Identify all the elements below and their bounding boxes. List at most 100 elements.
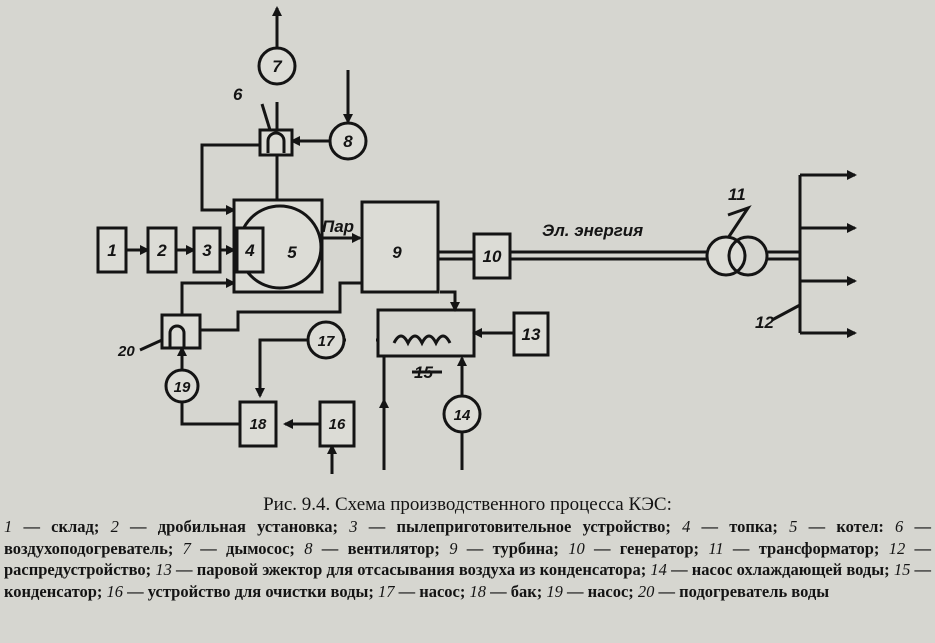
legend-item-number: 7	[182, 538, 191, 558]
legend-item-text: — вентилятор;	[312, 538, 450, 558]
legend-item-text: — топка;	[690, 517, 790, 536]
svg-text:13: 13	[522, 325, 541, 344]
pump-17: 17	[306, 320, 346, 360]
svg-text:3: 3	[202, 241, 212, 260]
legend-item-number: 1	[4, 517, 13, 536]
block-1: 1	[96, 226, 128, 274]
legend-item: 7 — дымосос;	[183, 539, 305, 558]
block-2: 2	[146, 226, 178, 274]
transformer-11: 11	[705, 185, 769, 277]
figure-legend: 1 — склад; 2 — дробильная установка; 3 —…	[4, 516, 931, 602]
pump-19: 19	[164, 368, 200, 404]
turbine-9: 9	[360, 200, 440, 294]
legend-item-number: 13	[155, 560, 172, 579]
cooling-pump-14: 14	[442, 394, 482, 434]
svg-text:10: 10	[483, 247, 502, 266]
legend-item-number: 19	[546, 581, 563, 601]
svg-text:9: 9	[392, 243, 402, 262]
legend-item: 10 — генератор;	[568, 539, 708, 558]
legend-item-number: 18	[469, 581, 486, 601]
furnace-4: 4	[235, 226, 265, 274]
legend-item: 2 — дробильная установка;	[111, 517, 350, 536]
svg-text:2: 2	[156, 241, 167, 260]
svg-text:7: 7	[272, 57, 283, 76]
legend-item: 13 — паровой эжектор для отсасывания воз…	[155, 560, 650, 579]
tank-18: 18	[238, 400, 278, 448]
water-treatment-16: 16	[318, 400, 356, 448]
legend-item-number: 3	[349, 517, 358, 536]
legend-item-text: — пылеприготовительное устройство;	[357, 517, 683, 536]
legend-item: 4 — топка;	[682, 517, 789, 536]
switchgear-12: 12	[755, 303, 801, 332]
legend-item-number: 11	[708, 538, 724, 558]
condenser-15: 15	[412, 363, 442, 382]
legend-item-text: — подогреватель воды	[654, 581, 830, 601]
legend-item-text: — воздухоподогреватель;	[4, 517, 932, 558]
legend-item-number: 16	[106, 581, 124, 601]
svg-text:11: 11	[728, 185, 746, 204]
steam-label: Пар	[322, 217, 354, 236]
svg-text:8: 8	[343, 132, 353, 151]
svg-text:15: 15	[414, 363, 433, 382]
legend-item-text: — трансформатор;	[723, 538, 889, 558]
svg-text:19: 19	[174, 379, 191, 396]
legend-item-text: — насос;	[562, 581, 638, 601]
legend-item: 9 — турбина;	[449, 539, 568, 558]
legend-item-text: — насос;	[394, 581, 470, 601]
svg-text:1: 1	[107, 241, 116, 260]
svg-text:17: 17	[318, 333, 335, 350]
svg-text:20: 20	[117, 343, 135, 360]
fan-8: 8	[328, 121, 368, 161]
legend-item-text: — бак;	[485, 581, 547, 601]
legend-item-number: 5	[789, 517, 798, 536]
process-diagram: 1 2 3 5 4 6 7 8 Пар 9 10 Эл. энергия	[96, 6, 857, 474]
svg-text:12: 12	[755, 313, 774, 332]
power-label: Эл. энергия	[542, 221, 643, 240]
legend-item-number: 4	[682, 517, 691, 536]
legend-item-number: 12	[888, 538, 906, 558]
legend-item: 17 — насос;	[378, 582, 470, 601]
legend-item-number: 20	[637, 581, 655, 601]
legend-item-text: — распредустройство;	[4, 538, 932, 580]
legend-item: 16 — устройство для очистки воды;	[107, 582, 378, 601]
svg-text:5: 5	[287, 243, 297, 262]
smoke-exhauster-7: 7	[257, 46, 297, 86]
legend-item-number: 15	[893, 560, 911, 579]
legend-item: 14 — насос охлаждающей воды;	[650, 560, 893, 579]
legend-item: 6 — воздухоподогреватель;	[4, 517, 931, 558]
legend-item: 11 — трансформатор;	[708, 539, 888, 558]
legend-item: 18 — бак;	[469, 582, 546, 601]
svg-text:18: 18	[250, 416, 267, 433]
legend-item: 20 — подогреватель воды	[638, 582, 829, 601]
legend-item-text: — котел:	[797, 517, 896, 536]
legend-item: 1 — склад;	[4, 517, 111, 536]
legend-item-text: — генератор;	[584, 538, 709, 558]
air-heater-6: 6	[233, 85, 294, 157]
legend-item-text: — насос охлаждающей воды;	[666, 560, 894, 579]
svg-text:6: 6	[233, 85, 243, 104]
legend-item: 19 — насос;	[546, 582, 638, 601]
legend-item-number: 2	[110, 517, 119, 536]
figure-caption-title: Рис. 9.4. Схема производственного процес…	[263, 494, 672, 515]
legend-item: 5 — котел:	[789, 517, 895, 536]
legend-item-text: — конденсатор;	[4, 560, 932, 601]
water-heater-20: 20	[117, 313, 202, 360]
legend-item: 15 — конденсатор;	[4, 560, 931, 601]
legend-item-text: — дробильная установка;	[118, 517, 350, 536]
legend-item-text: — дымосос;	[190, 538, 305, 558]
block-3: 3	[192, 226, 222, 274]
legend-item-number: 17	[377, 581, 395, 601]
legend-item: 8 — вентилятор;	[304, 539, 449, 558]
legend-item-text: — турбина;	[457, 538, 569, 558]
legend-item: 12 — распредустройство;	[4, 539, 931, 580]
svg-text:14: 14	[454, 407, 471, 424]
legend-item-number: 14	[650, 560, 667, 579]
svg-text:4: 4	[244, 241, 255, 260]
legend-item-number: 10	[568, 538, 585, 558]
ejector-13: 13	[512, 311, 550, 357]
legend-item-text: — устройство для очистки воды;	[123, 581, 378, 601]
legend-item-number: 6	[895, 517, 904, 536]
generator-10: 10	[472, 232, 512, 280]
legend-item-number: 9	[449, 538, 458, 558]
legend-item-number: 8	[304, 538, 313, 558]
